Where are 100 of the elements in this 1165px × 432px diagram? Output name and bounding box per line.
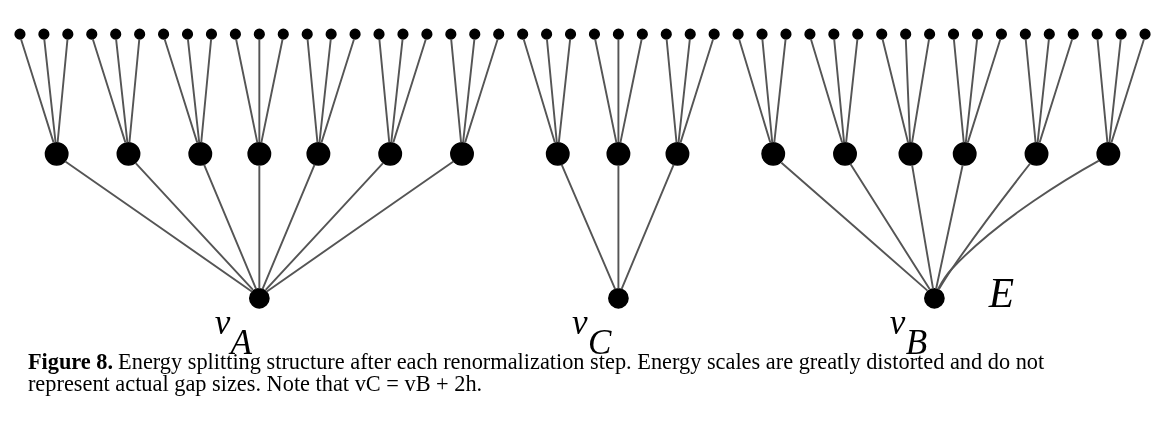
node-circle (684, 28, 696, 40)
node-circle (248, 287, 270, 309)
node-circle (86, 28, 98, 40)
connector (937, 162, 1032, 290)
connector (450, 37, 462, 143)
connector (318, 37, 332, 143)
connector (911, 37, 930, 143)
node-circle (780, 28, 792, 40)
connector (462, 37, 476, 143)
connector (1108, 37, 1122, 143)
connector (679, 37, 715, 143)
node-circle (445, 28, 457, 40)
connector (966, 37, 1002, 143)
node-circle (804, 28, 816, 40)
connector (235, 37, 259, 143)
connector (911, 163, 934, 290)
node-circle (924, 287, 945, 309)
connector (619, 37, 643, 143)
node-circle (1115, 28, 1127, 40)
node-circle (38, 28, 50, 40)
node-circle (1091, 28, 1103, 40)
connector (163, 37, 199, 143)
connector (378, 37, 391, 143)
connector (64, 160, 254, 293)
connector (264, 161, 384, 291)
node-circle (229, 28, 241, 40)
node-circle (306, 141, 331, 166)
connector (545, 37, 558, 143)
node-circle (493, 28, 505, 40)
node-circle (158, 28, 170, 40)
connector (390, 37, 404, 143)
connector (738, 37, 772, 143)
node-circle (1024, 141, 1049, 166)
connector (594, 37, 618, 143)
connector (203, 163, 258, 290)
node-circle (247, 141, 272, 166)
connector (677, 37, 691, 143)
connector (1096, 37, 1109, 143)
node-circle (181, 28, 194, 40)
node-circle (14, 28, 26, 40)
node-circle (325, 28, 337, 40)
connector (1110, 37, 1145, 143)
node-circle (828, 28, 840, 40)
connector (260, 37, 284, 143)
node-circle (134, 28, 146, 40)
connector (56, 37, 69, 143)
connector (128, 37, 141, 143)
node-circle (761, 141, 786, 166)
node-circle (541, 28, 553, 40)
connector (773, 37, 787, 143)
node-circle (188, 141, 213, 166)
node-circle (1139, 28, 1151, 40)
connector (186, 37, 201, 143)
node-circle (636, 28, 648, 40)
connector (620, 163, 675, 290)
node-circle (44, 141, 69, 166)
connector (261, 163, 316, 290)
node-circle (898, 141, 923, 166)
connector (115, 37, 129, 143)
node-circle (1043, 28, 1055, 40)
connector (43, 37, 57, 143)
connector (937, 159, 1100, 290)
node-circle (62, 28, 74, 40)
node-circle (277, 28, 289, 40)
node-circle (1096, 141, 1121, 166)
connector (935, 163, 964, 290)
connector (780, 161, 929, 292)
node-circle (924, 28, 936, 40)
node-circle (833, 141, 857, 166)
connector (560, 163, 617, 290)
node-circle (612, 28, 624, 40)
node-circle (564, 28, 577, 40)
node-circle (660, 28, 672, 40)
connector (320, 37, 355, 143)
connector (91, 37, 127, 143)
connector (258, 163, 261, 290)
node-circle (421, 28, 433, 40)
node-circle (756, 28, 768, 40)
node-circle (665, 141, 690, 166)
node-circle (971, 28, 984, 40)
label: E (988, 269, 1014, 316)
connector (20, 37, 55, 143)
node-circle (205, 28, 218, 40)
connector (464, 37, 499, 143)
connector (665, 37, 678, 143)
node-circle (378, 141, 403, 166)
node-circle (397, 28, 409, 40)
node-circle (517, 28, 529, 40)
connector (881, 37, 909, 143)
connector (952, 37, 965, 143)
connector (265, 160, 455, 293)
node-circle (469, 28, 481, 40)
node-circle (608, 287, 629, 309)
node-circle (995, 28, 1007, 40)
node-circle (116, 141, 141, 166)
node-circle (947, 28, 960, 40)
connector (522, 37, 556, 143)
node-circle (952, 141, 977, 166)
node-circle (373, 28, 385, 40)
node-circle (708, 28, 720, 40)
